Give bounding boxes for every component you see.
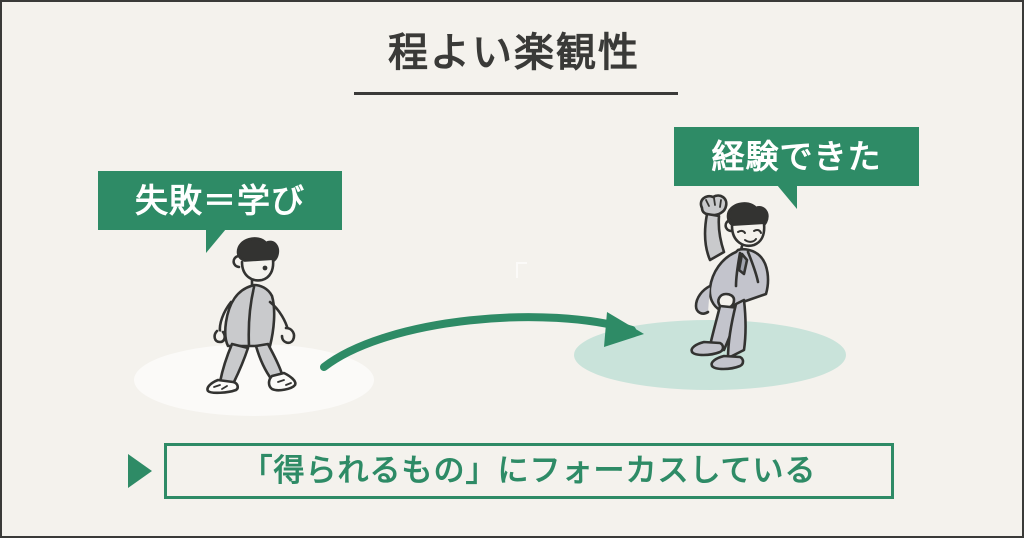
- banner-text: 「得られるもの」にフォーカスしている: [241, 452, 817, 489]
- speech-bubble-right-tail: [777, 185, 797, 209]
- speech-bubble-left-tail: [206, 229, 226, 253]
- banner-box: 「得られるもの」にフォーカスしている: [164, 443, 894, 499]
- page-title: 程よい楽観性: [388, 30, 640, 76]
- title-underline: [354, 92, 678, 95]
- walking-person-illustration: [206, 237, 297, 395]
- speech-bubble-left-text: 失敗＝学び: [135, 181, 305, 220]
- speech-bubble-right-text: 経験できた: [711, 137, 882, 176]
- celebrating-person-illustration: [690, 194, 770, 371]
- speech-bubble-right: 経験できた: [674, 127, 919, 186]
- page-title-block: 程よい楽観性: [2, 28, 1022, 78]
- triangle-right-icon: [128, 454, 152, 488]
- background-speck: [516, 262, 527, 278]
- speech-bubble-left: 失敗＝学び: [98, 171, 342, 230]
- curved-progress-arrow: [320, 312, 644, 371]
- bottom-banner: 「得られるもの」にフォーカスしている: [128, 443, 894, 499]
